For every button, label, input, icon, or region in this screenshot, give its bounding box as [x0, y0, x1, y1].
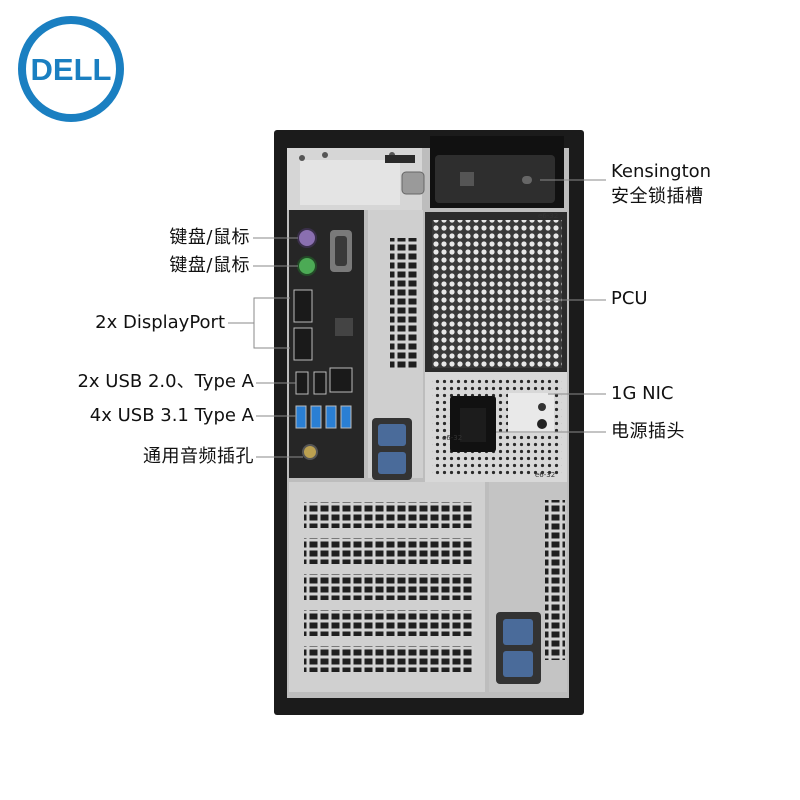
- psu-mark-top: e6-32: [442, 434, 462, 442]
- label-usb31: 4x USB 3.1 Type A: [89, 405, 254, 426]
- nic-led: [538, 403, 546, 411]
- label-kensington: Kensington: [611, 161, 712, 182]
- label-displayport: 2x DisplayPort: [95, 312, 225, 333]
- leader-lines: [228, 179, 606, 458]
- displayport-2: [293, 327, 313, 361]
- psu-mark-bottom: e6-32: [535, 471, 555, 479]
- usb2-port-1: [295, 371, 309, 395]
- dell-logo: DELL: [18, 16, 124, 122]
- rj45-port: [329, 367, 353, 393]
- label-usb2: 2x USB 2.0、Type A: [77, 371, 254, 392]
- expansion-slots: [304, 502, 474, 672]
- usb2-port-2: [313, 371, 327, 395]
- slot-mark: e6-32: [538, 212, 558, 220]
- audio-jack: [302, 444, 318, 460]
- ps2-keyboard-port: [297, 228, 317, 248]
- dell-logo-text: DELL: [31, 52, 112, 87]
- usb31-port-3: [325, 405, 337, 429]
- displayport-1: [293, 289, 313, 323]
- label-power: 电源插头: [611, 421, 685, 442]
- label-ps2-keyboard: 键盘/鼠标: [169, 227, 250, 248]
- label-kensington-cn: 安全锁插槽: [611, 186, 704, 207]
- usb31-port-2: [310, 405, 322, 429]
- usb31-port-1: [295, 405, 307, 429]
- label-ps2-mouse: 键盘/鼠标: [169, 255, 250, 276]
- label-audio: 通用音频插孔: [143, 446, 254, 467]
- ps2-mouse-port: [297, 256, 317, 276]
- label-nic: 1G NIC: [611, 383, 674, 404]
- label-pcu: PCU: [611, 288, 648, 309]
- usb31-port-4: [340, 405, 352, 429]
